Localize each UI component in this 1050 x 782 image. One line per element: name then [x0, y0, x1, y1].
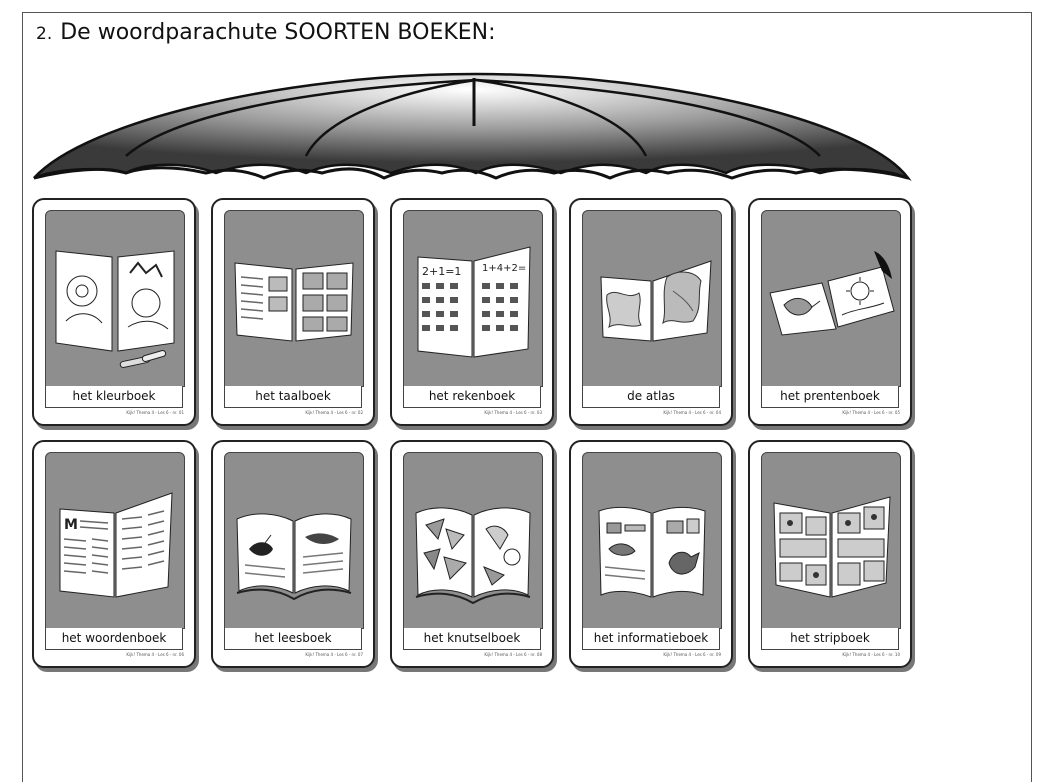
card-picture: 2+1=1 1+4+2=: [403, 210, 543, 387]
word-card-taalboek: het taalboek Kijk! Thema 4 - Les 6 - nr.…: [211, 198, 375, 426]
card-credit: Kijk! Thema 4 - Les 6 - nr. 06: [126, 652, 184, 657]
card-credit: Kijk! Thema 4 - Les 6 - nr. 03: [484, 410, 542, 415]
card-label: het informatieboek: [582, 628, 720, 650]
card-credit: Kijk! Thema 4 - Les 6 - nr. 10: [842, 652, 900, 657]
card-picture: M: [45, 452, 185, 629]
card-credit: Kijk! Thema 4 - Les 6 - nr. 02: [305, 410, 363, 415]
coloring-book-icon: [55, 250, 175, 368]
card-label: het woordenboek: [45, 628, 183, 650]
word-card-atlas: de atlas Kijk! Thema 4 - Les 6 - nr. 04: [569, 198, 733, 426]
craft-book-icon: [415, 507, 531, 605]
math-book-icon: 2+1=1 1+4+2=: [417, 246, 531, 358]
word-parachute-icon: [33, 72, 912, 181]
word-card-leesboek: het leesboek Kijk! Thema 4 - Les 6 - nr.…: [211, 440, 375, 668]
card-credit: Kijk! Thema 4 - Les 6 - nr. 04: [663, 410, 721, 415]
card-credit: Kijk! Thema 4 - Les 6 - nr. 07: [305, 652, 363, 657]
word-card-rekenboek: 2+1=1 1+4+2= het rekenboek Kijk! Thema 4…: [390, 198, 554, 426]
svg-text:2+1=1: 2+1=1: [422, 265, 461, 278]
card-picture: [403, 452, 543, 629]
card-label: het knutselboek: [403, 628, 541, 650]
svg-text:1+4+2=: 1+4+2=: [482, 263, 526, 274]
reading-book-icon: [236, 513, 352, 601]
card-label: het stripboek: [761, 628, 899, 650]
card-credit: Kijk! Thema 4 - Les 6 - nr. 09: [663, 652, 721, 657]
word-card-kleurboek: het kleurboek Kijk! Thema 4 - Les 6 - nr…: [32, 198, 196, 426]
card-credit: Kijk! Thema 4 - Les 6 - nr. 08: [484, 652, 542, 657]
page-title: 2. De woordparachute SOORTEN BOEKEN:: [36, 20, 496, 45]
word-card-stripboek: het stripboek Kijk! Thema 4 - Les 6 - nr…: [748, 440, 912, 668]
picture-book-icon: [769, 251, 895, 336]
card-label: het taalboek: [224, 386, 362, 408]
atlas-icon: [600, 260, 712, 342]
card-picture: [45, 210, 185, 387]
word-card-informatieboek: het informatieboek Kijk! Thema 4 - Les 6…: [569, 440, 733, 668]
dictionary-icon: M: [59, 492, 173, 598]
card-label: het leesboek: [224, 628, 362, 650]
language-book-icon: [234, 262, 354, 342]
card-label: het kleurboek: [45, 386, 183, 408]
exercise-title: De woordparachute SOORTEN BOEKEN:: [60, 20, 496, 45]
card-picture: [224, 452, 364, 629]
card-label: het rekenboek: [403, 386, 541, 408]
card-picture: [224, 210, 364, 387]
word-card-woordenboek: M het woordenboek Kijk! Thema 4 - Les 6 …: [32, 440, 196, 668]
card-picture: [761, 210, 901, 387]
card-credit: Kijk! Thema 4 - Les 6 - nr. 05: [842, 410, 900, 415]
card-picture: [582, 452, 722, 629]
information-book-icon: [598, 506, 706, 598]
comic-book-icon: [773, 496, 891, 598]
card-picture: [761, 452, 901, 629]
card-credit: Kijk! Thema 4 - Les 6 - nr. 01: [126, 410, 184, 415]
word-card-prentenboek: het prentenboek Kijk! Thema 4 - Les 6 - …: [748, 198, 912, 426]
card-picture: [582, 210, 722, 387]
exercise-number: 2.: [36, 24, 53, 44]
word-card-knutselboek: het knutselboek Kijk! Thema 4 - Les 6 - …: [390, 440, 554, 668]
card-label: de atlas: [582, 386, 720, 408]
svg-text:M: M: [64, 517, 78, 533]
card-label: het prentenboek: [761, 386, 899, 408]
